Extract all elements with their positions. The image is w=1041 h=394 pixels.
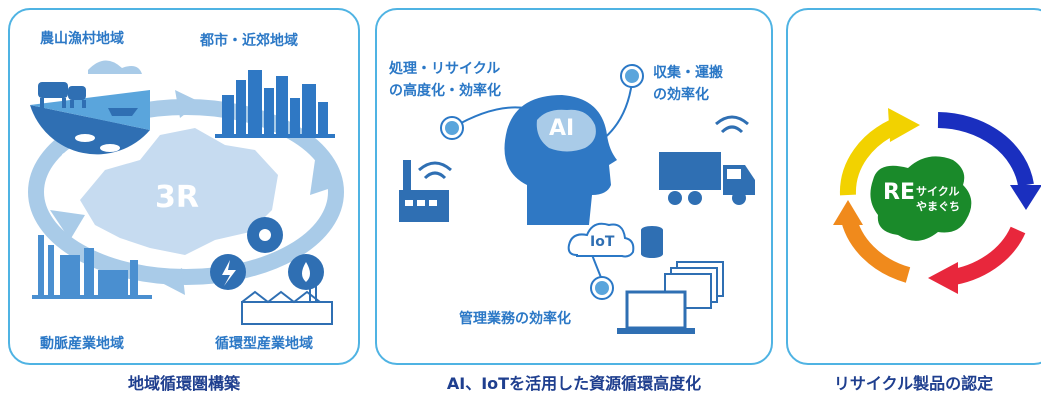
label-ai: AI xyxy=(549,116,575,141)
brain-icon xyxy=(536,109,596,152)
arrow-yellow xyxy=(839,117,902,196)
ring-arrowhead-top xyxy=(175,90,200,118)
label-center-3r: 3R xyxy=(155,180,199,215)
truck-icon xyxy=(659,152,755,205)
caption-recycle-certification: リサイクル製品の認定 xyxy=(833,374,994,393)
regional-circulation-diagram xyxy=(28,60,344,325)
label-rural: 農山漁村地域 xyxy=(40,31,124,47)
panel-regional-circulation: 農山漁村地域 都市・近郊地域 3R 動脈産業地域 循環型産業地域 xyxy=(8,8,360,365)
processing-factory-icon xyxy=(399,160,449,222)
wifi-icon xyxy=(418,161,452,180)
label-iot: IoT xyxy=(590,234,615,250)
label-collection-line2: の効率化 xyxy=(653,87,709,103)
prefecture-map xyxy=(80,128,278,255)
prefecture-green-shape xyxy=(870,156,972,241)
label-urban: 都市・近郊地域 xyxy=(200,33,298,49)
logo-mark: RE xyxy=(883,180,915,205)
fish-icon xyxy=(75,134,95,142)
rural-sea-icon xyxy=(30,105,150,155)
logo-line1: サイクル xyxy=(916,185,960,198)
boat-icon xyxy=(108,108,138,116)
database-icon xyxy=(641,226,663,258)
circular-factory-icon xyxy=(241,281,333,325)
city-buildings-icon xyxy=(215,70,335,138)
network-node xyxy=(440,64,644,300)
ring-arrowhead-right xyxy=(310,160,340,195)
laptop-icon xyxy=(617,290,695,334)
arrow-red xyxy=(946,226,1026,286)
label-processing-line2: の高度化・効率化 xyxy=(389,83,501,99)
cloud-icon xyxy=(567,222,635,258)
caption-regional-circulation: 地域循環圏構築 xyxy=(127,374,240,393)
panel-ai-iot: 処理・リサイクル の高度化・効率化 収集・運搬 の効率化 AI IoT 管理業務… xyxy=(375,8,773,365)
label-processing-line1: 処理・リサイクル xyxy=(389,61,501,77)
ai-iot-diagram xyxy=(399,64,755,334)
arrow-blue xyxy=(937,112,1034,187)
panel-recycle-certification: RE サイクル やまぐち xyxy=(786,8,1041,365)
label-circular: 循環型産業地域 xyxy=(215,336,313,352)
wifi-icon xyxy=(715,115,749,134)
label-collection-line1: 収集・運搬 xyxy=(653,65,723,81)
label-arterial: 動脈産業地域 xyxy=(40,336,124,352)
ring-arrowhead-bottom xyxy=(160,268,185,295)
recycle-logo xyxy=(833,108,1041,294)
arterial-factory-icon xyxy=(32,235,152,299)
caption-ai-iot: AI、IoTを活用した資源循環高度化 xyxy=(446,374,702,393)
label-management: 管理業務の効率化 xyxy=(459,311,571,327)
ring-arrowhead-left xyxy=(50,210,85,240)
cow-icon xyxy=(38,82,86,108)
mountain-icon xyxy=(88,60,142,74)
logo-line2: やまぐち xyxy=(916,200,960,213)
